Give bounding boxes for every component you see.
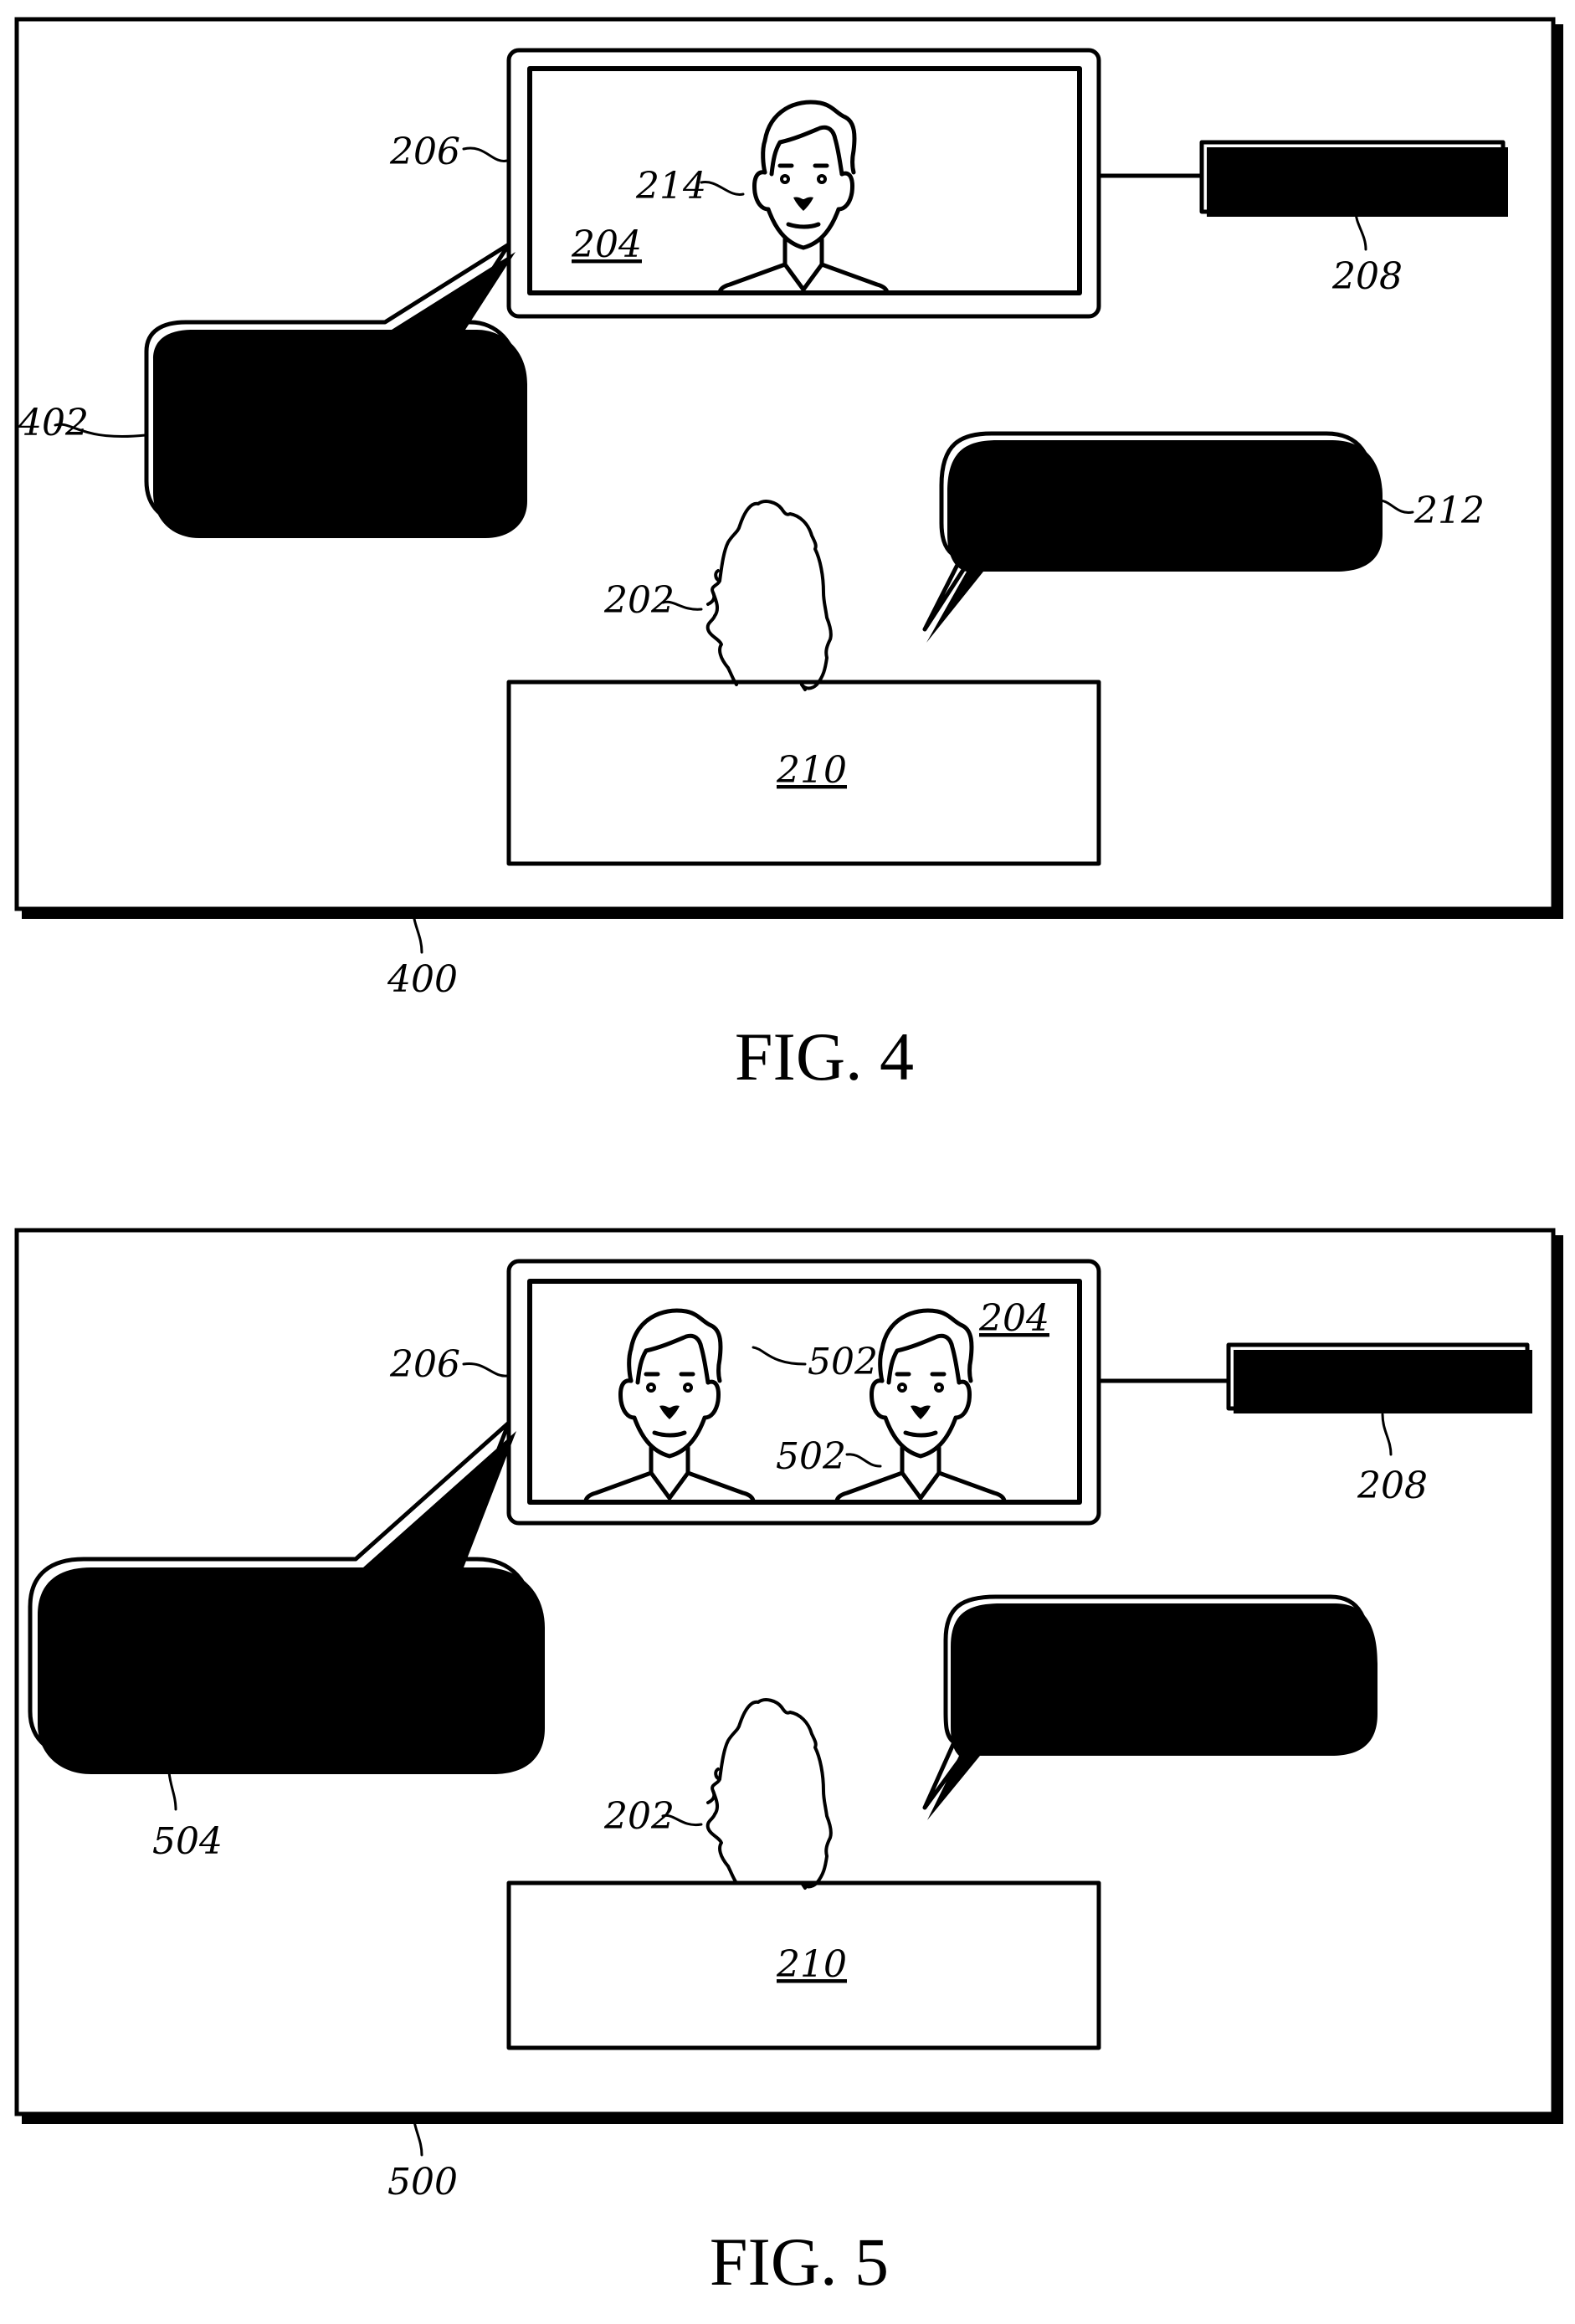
user-bubble-shadow <box>927 1603 1377 1820</box>
console-box <box>1199 140 1506 214</box>
figure-5: 204 502 502 206 CONSOLE 208 YOU ARE ONE … <box>14 1228 1563 2300</box>
hint-bubble <box>144 242 520 526</box>
user-bubble-shadow <box>926 440 1383 643</box>
screen-ref-label: 204 <box>571 223 642 266</box>
leader-line <box>167 1771 177 1811</box>
character-ref-label: 214 <box>635 165 706 208</box>
hint-line-3: THE LEADER. KILL THEM ! <box>68 1691 494 1734</box>
leader-line <box>700 181 745 196</box>
hint-line-1: THAT'S THE <box>234 370 427 413</box>
leader-line <box>752 1346 807 1366</box>
hint-line-2: ZOMBIE'S LEADER, <box>175 414 489 457</box>
hint-line-2: AWAY FROM FIGHTING <box>97 1647 466 1690</box>
user-line-2: ZOMBIES? COOL ! <box>1010 1675 1307 1718</box>
hint-line-1: YOU ARE ONE CHAPTER <box>84 1603 478 1645</box>
leader-line <box>462 146 509 162</box>
user-bubble <box>922 431 1375 632</box>
object-box <box>506 680 1101 866</box>
hint-bubble-ref-label: 504 <box>152 1820 223 1863</box>
user-line-1: TWO BLUE-HAIRED <box>1002 1634 1316 1676</box>
hint-bubble <box>28 1420 535 1760</box>
object-ref-label: 210 <box>776 1943 847 1986</box>
console-label: CONSOLE <box>1285 1355 1471 1400</box>
leader-line <box>1381 1413 1393 1456</box>
scene-ref-label: 500 <box>387 2161 458 2203</box>
leader-line <box>845 1453 882 1468</box>
user-ref-label: 202 <box>603 579 675 622</box>
console-box <box>1226 1342 1530 1411</box>
hint-bubble-shadow <box>38 1431 545 1774</box>
console-label: CONSOLE <box>1259 153 1446 198</box>
user-line-2: THAT IS. <box>1085 492 1224 535</box>
hint-line-3: SHOOT HIM ! <box>223 459 439 501</box>
leader-line <box>661 600 703 611</box>
figure-4: 204 214 206 CONSOLE 208 THAT'S THE ZOMBI… <box>14 17 1563 1095</box>
leader-line <box>54 423 147 438</box>
hint-bubble-ref-label: 402 <box>18 402 89 444</box>
console-ref-label: 208 <box>1331 255 1403 298</box>
leader-line <box>413 917 423 954</box>
leader-line <box>462 1362 509 1377</box>
display-ref-label: 206 <box>389 1343 460 1386</box>
hint-bubble-shadow <box>153 252 527 538</box>
object-ref-label: 210 <box>776 749 847 792</box>
user-line-1: I WONDER WHO <box>1021 450 1289 493</box>
leader-line <box>413 2120 423 2157</box>
display-screen <box>527 66 1082 295</box>
figure-caption: FIG. 5 <box>710 2224 889 2300</box>
display-screen <box>527 1279 1082 1505</box>
scene-ref-label: 400 <box>387 958 458 1001</box>
user-bubble <box>922 1594 1372 1810</box>
console-box-shadow <box>1207 147 1508 217</box>
character-ref-label: 502 <box>808 1341 878 1383</box>
screen-ref-label: 204 <box>978 1297 1049 1340</box>
character-ref-label: 502 <box>776 1435 846 1478</box>
display-ref-label: 206 <box>389 131 460 173</box>
console-ref-label: 208 <box>1357 1465 1428 1507</box>
console-box-shadow <box>1234 1350 1532 1413</box>
user-bubble-ref-label: 212 <box>1413 490 1485 532</box>
leader-line <box>661 1814 703 1827</box>
display-device <box>506 1259 1101 1526</box>
display-device <box>506 48 1101 319</box>
figure-caption: FIG. 4 <box>735 1018 914 1095</box>
leader-line <box>1354 210 1367 251</box>
leader-line <box>1375 499 1414 514</box>
object-box <box>506 1880 1101 2050</box>
